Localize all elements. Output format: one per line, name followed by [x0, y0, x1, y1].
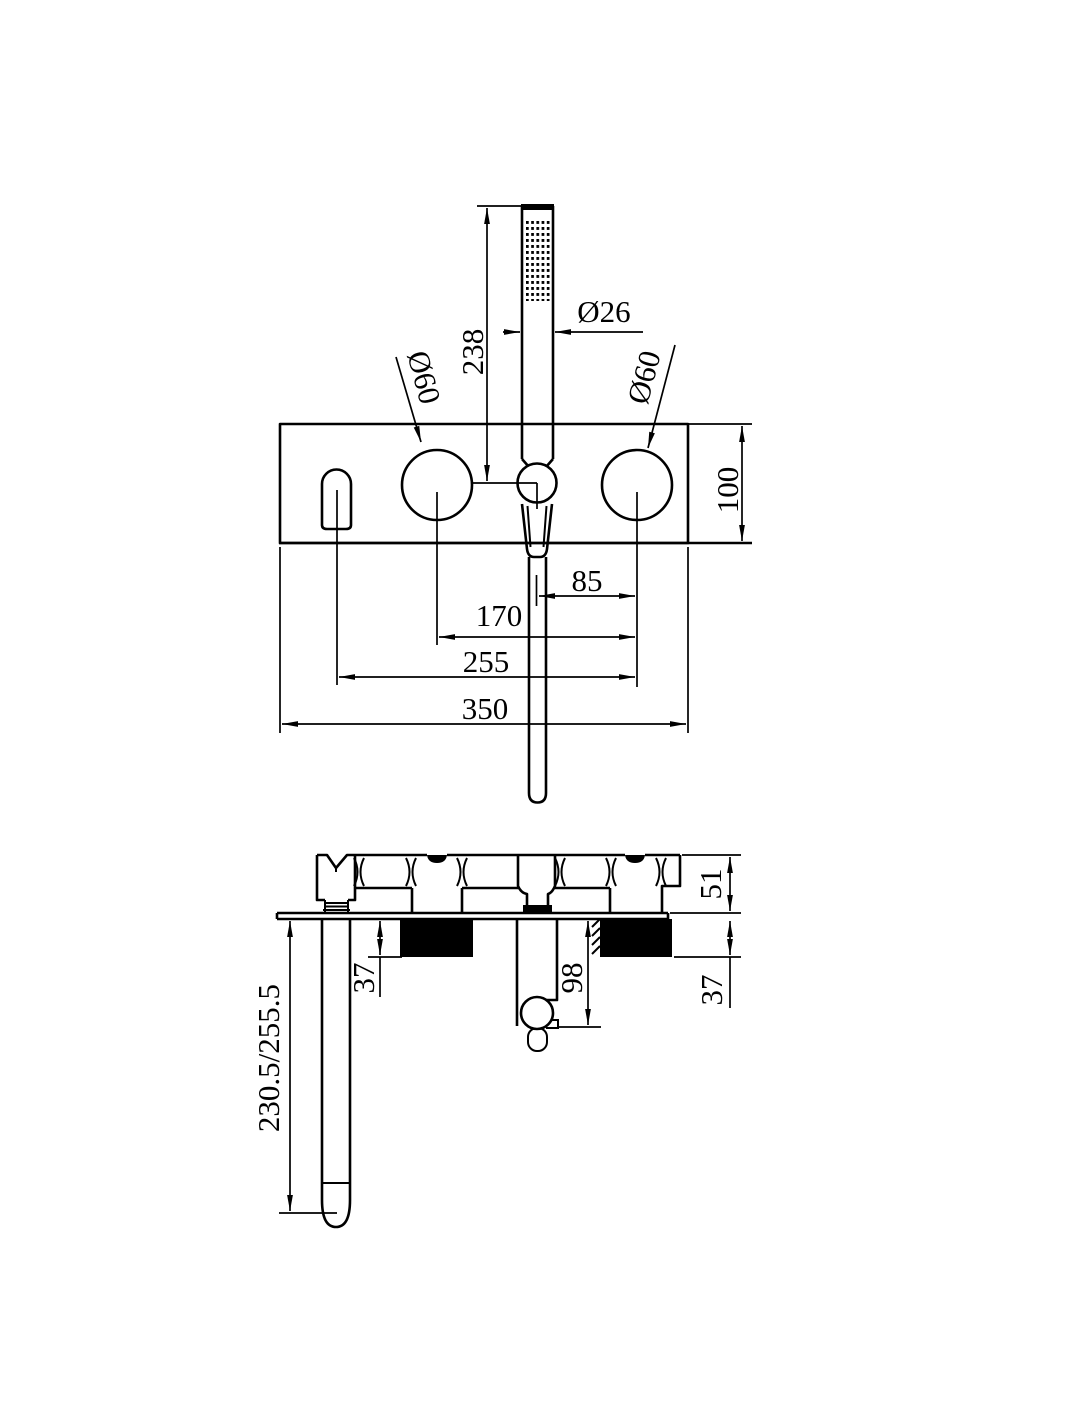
dim-right-valve-depth: 37 [694, 975, 729, 1006]
hose-end [527, 792, 548, 804]
hand-shower-wand [520, 204, 555, 468]
body-waists [353, 857, 667, 887]
dim-knob-to-knob: 170 [476, 598, 523, 633]
dim-outlet-to-right-knob: 85 [572, 563, 603, 598]
bath-spout-front [320, 468, 353, 531]
hose-plug [527, 1027, 548, 1052]
dim-spout-to-right-knob: 255 [463, 644, 510, 679]
dim-plate-height: 100 [710, 467, 745, 514]
left-valve-cartridge [400, 919, 473, 957]
knob2-top-notch [625, 855, 645, 863]
front-view-dimensions: 238 Ø26 Ø60 Ø60 100 85 170 255 350 [279, 205, 752, 733]
spray-face-dots [526, 220, 552, 301]
side-view [275, 853, 682, 1229]
dim-outlet-drop: 98 [554, 963, 589, 994]
body-right-cap [660, 855, 682, 912]
plate-edge [275, 911, 670, 921]
body-top-left [317, 853, 427, 870]
outlet-drop [515, 919, 559, 1052]
knob1-top-notch [427, 855, 447, 863]
dim-left-valve-depth: 37 [346, 963, 381, 994]
dim-plate-width: 350 [462, 691, 509, 726]
holder-boss [516, 855, 557, 914]
dim-spout-reach: 230.5/255.5 [251, 984, 286, 1132]
valve-stems [410, 888, 612, 912]
cartridge-hatch [591, 918, 601, 955]
dim-handshower-length: 238 [455, 329, 490, 376]
dim-handshower-diameter: Ø26 [577, 294, 630, 329]
handle-and-hose [520, 503, 554, 804]
hose-ball [519, 995, 555, 1031]
right-valve-cartridge [600, 919, 672, 957]
spout-block [315, 855, 357, 912]
dim-body-projection: 51 [693, 869, 728, 900]
side-view-dimensions: 51 37 37 98 230.5/255.5 [251, 854, 741, 1214]
front-view [278, 204, 752, 804]
